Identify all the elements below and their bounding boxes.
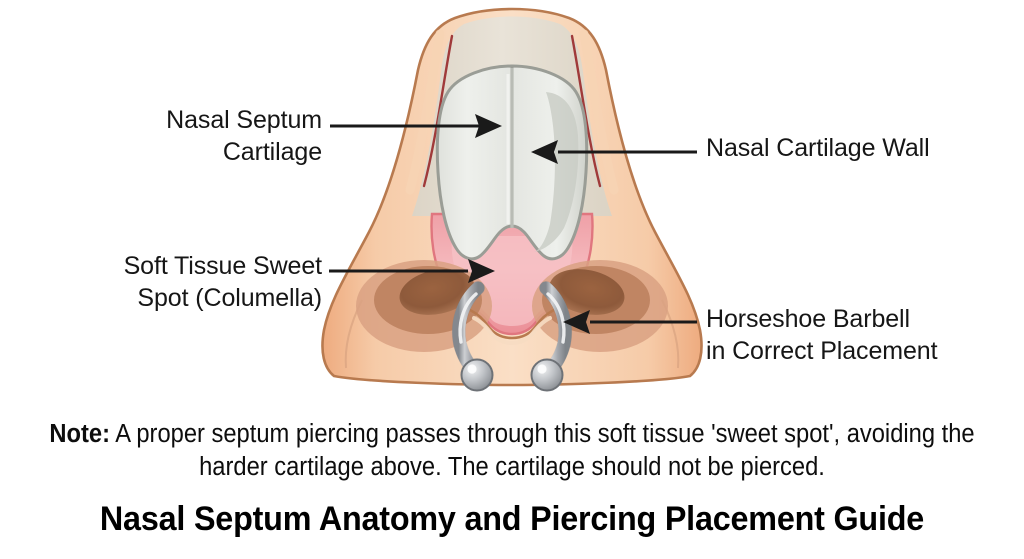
nose-anatomy-illustration xyxy=(321,7,703,392)
columella-base xyxy=(468,308,556,346)
arrow-septum-cartilage xyxy=(330,114,502,138)
label-nasal-cartilage-wall: Nasal Cartilage Wall xyxy=(706,134,930,162)
horseshoe-barbell xyxy=(451,281,573,392)
figure-note-prefix: Note: xyxy=(49,420,110,448)
figure-note: Note: A proper septum piercing passes th… xyxy=(36,418,988,484)
septum-cartilage xyxy=(435,64,589,261)
figure-title: Nasal Septum Anatomy and Piercing Placem… xyxy=(99,500,925,538)
label-soft-tissue-sweet-spot: Soft Tissue Sweet Spot (Columella) xyxy=(123,252,323,312)
arrow-cartilage-wall xyxy=(531,140,697,164)
figure-note-body: A proper septum piercing passes through … xyxy=(109,420,975,482)
arrow-sweet-spot xyxy=(329,259,495,283)
callout-arrows xyxy=(329,114,697,334)
arrow-horseshoe-barbell xyxy=(563,310,697,334)
label-horseshoe-barbell: Horseshoe Barbell in Correct Placement xyxy=(706,305,938,365)
label-nasal-septum-cartilage: Nasal Septum Cartilage xyxy=(166,106,322,166)
